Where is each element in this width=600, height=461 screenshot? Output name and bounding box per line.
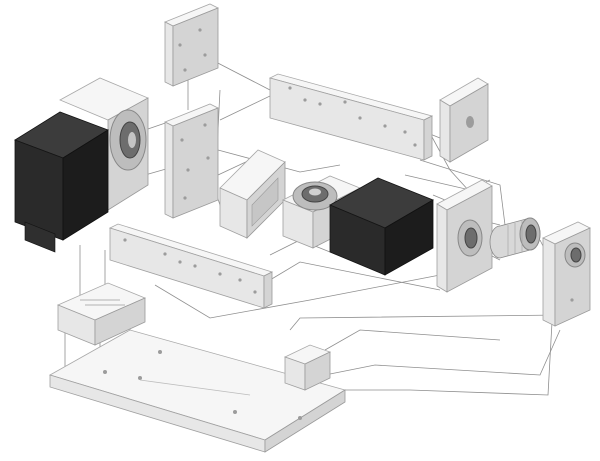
long-rail-upper <box>268 73 434 161</box>
long-rail-lower <box>108 223 274 309</box>
left-motor-cover-side <box>62 129 109 241</box>
bearing-sleeve <box>489 217 541 259</box>
mid-bracket-front <box>164 121 174 219</box>
assembly-line <box>154 274 441 319</box>
left-motor-unit <box>14 77 149 253</box>
right-end-bracket-side <box>554 227 591 327</box>
assembly-line <box>324 329 561 376</box>
assembly-line <box>289 314 561 331</box>
assembly-line <box>269 261 441 291</box>
right-flange-plate-front <box>436 203 448 293</box>
upper-bracket-front <box>164 21 174 87</box>
long-rail-upper-side <box>423 115 433 161</box>
upper-bracket-side <box>172 7 219 87</box>
left-motor-cover-front <box>14 139 64 241</box>
mid-bracket-side <box>172 107 219 219</box>
mid-bracket <box>164 103 219 219</box>
right-base-block-side <box>304 351 331 391</box>
center-unit-cover-side <box>384 199 434 276</box>
end-plate-upper-right <box>439 77 489 163</box>
assembly-line <box>217 149 341 173</box>
right-base-block <box>283 344 332 391</box>
right-end-bracket-front <box>542 237 556 327</box>
assembly-line <box>217 159 251 176</box>
assembly-line <box>432 194 446 201</box>
base-plate-side <box>264 389 346 453</box>
assembly-line <box>211 59 271 91</box>
left-base-block-side <box>94 297 146 346</box>
upper-bracket <box>164 3 219 87</box>
spacer-block <box>219 149 286 239</box>
base-plate <box>48 329 346 453</box>
long-rail-lower-side <box>263 271 273 309</box>
left-base-block <box>56 282 147 346</box>
assembly-line <box>324 329 501 351</box>
right-flange-plate <box>436 179 493 293</box>
end-plate-upper-front <box>439 99 451 163</box>
assembly-line <box>310 321 553 396</box>
center-rotary-unit <box>282 175 434 276</box>
right-end-bracket <box>542 221 591 327</box>
long-rail-upper-front <box>269 77 425 161</box>
assembly-line <box>419 159 506 226</box>
